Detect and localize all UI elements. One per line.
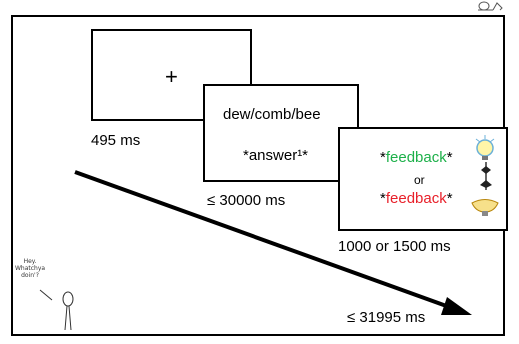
feedback-incorrect-word: feedback bbox=[385, 190, 447, 207]
fallen-lightbulb-icon bbox=[471, 199, 499, 216]
speech-line-3: doin'? bbox=[21, 272, 39, 279]
corner-doodle-icon bbox=[478, 1, 503, 11]
fixation-cross: + bbox=[165, 64, 178, 89]
feedback-or: or bbox=[414, 173, 425, 187]
speech-bubble-text: Hey. Whatchya doin'? bbox=[12, 258, 48, 279]
lightbulb-icon bbox=[475, 135, 495, 160]
speech-line-2: Whatchya bbox=[14, 265, 46, 272]
feedback-correct-pre: * bbox=[380, 149, 386, 166]
feedback-incorrect-post: * bbox=[446, 190, 453, 207]
speech-line-1: Hey. bbox=[23, 258, 37, 265]
word-screen bbox=[203, 84, 359, 182]
total-duration: ≤ 31995 ms bbox=[347, 309, 426, 326]
feedback-correct-word: feedback bbox=[385, 149, 447, 166]
word-screen-duration: ≤ 30000 ms bbox=[207, 192, 286, 209]
feedback-incorrect: *feedback* bbox=[380, 190, 453, 207]
feedback-duration: 1000 or 1500 ms bbox=[338, 238, 451, 255]
timeline-arrow bbox=[74, 170, 472, 315]
fixation-screen bbox=[91, 29, 252, 121]
fixation-duration: 495 ms bbox=[91, 132, 141, 149]
wilted-flower-icon bbox=[480, 162, 492, 190]
feedback-correct-post: * bbox=[446, 149, 453, 166]
answer-prompt: *answer¹* bbox=[243, 147, 309, 164]
feedback-incorrect-pre: * bbox=[380, 190, 386, 207]
feedback-correct: *feedback* bbox=[380, 149, 453, 166]
stick-figure-icon bbox=[39, 289, 74, 331]
word-cue: dew/comb/bee bbox=[223, 106, 321, 123]
